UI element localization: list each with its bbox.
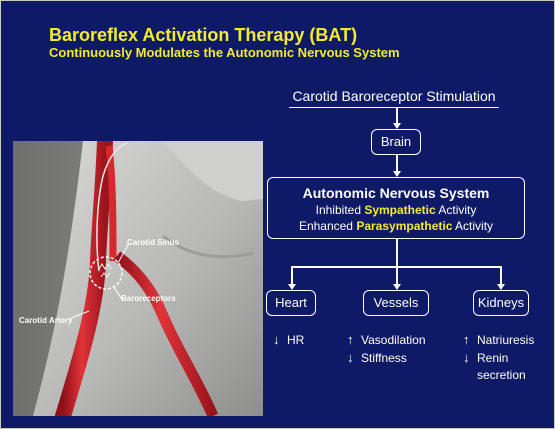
lead-wire — [96, 142, 129, 272]
arrow-to-vessels — [393, 284, 401, 290]
effect-item: ↑Natriuresis — [463, 332, 535, 347]
carotid-sinus-marker — [89, 256, 123, 290]
ans-title: Autonomic Nervous System — [302, 185, 490, 201]
ans-box: Autonomic Nervous System Inhibited Sympa… — [267, 177, 525, 239]
branch-kidneys — [500, 266, 502, 286]
parasympathetic-highlight: Parasympathetic — [356, 219, 453, 233]
vessels-effects: ↑Vasodilation ↓Stiffness — [347, 331, 426, 367]
carotid-anatomy-illustration: Carotid Sinus Baroreceptors Carotid Arte… — [13, 141, 263, 416]
arrow-up-icon: ↑ — [347, 332, 354, 347]
sympathetic-highlight: Sympathetic — [364, 203, 436, 217]
stimulation-label: Carotid Baroreceptor Stimulation — [292, 88, 496, 104]
slide-title: Baroreflex Activation Therapy (BAT) — [49, 25, 358, 45]
chin-shape — [163, 141, 263, 201]
heart-effects: ↓HR — [273, 331, 304, 349]
arrow-up-icon: ↑ — [463, 332, 470, 347]
arrow-to-brain — [393, 123, 401, 129]
label-baroreceptors: Baroreceptors — [121, 294, 176, 303]
arrow-to-kidneys — [497, 284, 505, 290]
heart-label: Heart — [275, 295, 307, 310]
brain-box: Brain — [371, 129, 421, 155]
kidneys-label: Kidneys — [477, 295, 525, 310]
effect-item: ↓HR — [273, 332, 305, 347]
vessels-label: Vessels — [373, 295, 419, 310]
ans-line-parasympathetic: Enhanced Parasympathetic Activity — [298, 219, 494, 233]
carotid-sinus-callout — [117, 242, 130, 264]
arrow-down-icon: ↓ — [273, 332, 280, 347]
branch-heart — [291, 266, 293, 286]
kidneys-effects: ↑Natriuresis ↓Renin secretion — [463, 331, 534, 384]
external-carotid-branch — [113, 251, 219, 416]
baroreceptor-nerve-icon — [98, 263, 112, 270]
heart-box: Heart — [266, 290, 316, 316]
arrow-down-icon: ↓ — [463, 350, 470, 365]
ans-line-sympathetic: Inhibited Sympathetic Activity — [315, 203, 477, 217]
brain-label: Brain — [380, 134, 412, 149]
connector-stim-brain — [396, 108, 398, 125]
arrow-down-icon: ↓ — [347, 350, 354, 365]
baroreceptors-callout — [112, 285, 124, 302]
vessels-box: Vessels — [363, 290, 429, 316]
connector-brain-ans — [396, 155, 398, 173]
branch-vessels — [396, 266, 398, 286]
effect-item: ↓Stiffness — [347, 350, 407, 365]
label-carotid-sinus: Carotid Sinus — [127, 238, 180, 247]
arrow-to-heart — [288, 284, 296, 290]
label-carotid-artery: Carotid Artery — [19, 316, 73, 325]
jawline — [162, 234, 254, 259]
slide-subtitle: Continuously Modulates the Autonomic Ner… — [49, 45, 400, 60]
effect-item: ↓Renin — [463, 350, 509, 365]
effect-item: secretion — [477, 368, 526, 382]
connector-ans-down — [396, 239, 398, 266]
carotid-artery-callout — [68, 310, 90, 320]
internal-carotid-artery — [105, 145, 117, 262]
stimulation-underline — [289, 107, 499, 108]
kidneys-box: Kidneys — [473, 290, 529, 316]
arrow-to-ans — [393, 171, 401, 177]
effect-item: ↑Vasodilation — [347, 332, 426, 347]
